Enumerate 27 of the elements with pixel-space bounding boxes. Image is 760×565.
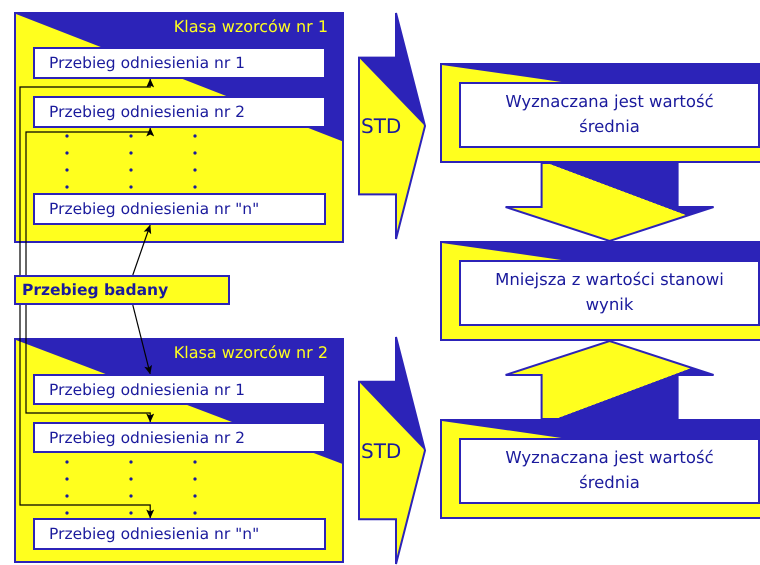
reference-entry: Przebieg odniesienia nr 2 (33, 96, 326, 128)
std-label: STD (361, 114, 402, 138)
block-arrow (358, 336, 426, 565)
result-frame (440, 63, 760, 163)
arrow (25, 128, 154, 275)
tested-signal-label: Przebieg badany (14, 275, 230, 305)
reference-entry: Przebieg odniesienia nr "n" (33, 518, 326, 550)
block-arrow (504, 340, 715, 420)
block-arrow (504, 162, 715, 242)
reference-entry: Przebieg odniesienia nr 1 (33, 47, 326, 79)
reference-entry: Przebieg odniesienia nr "n" (33, 193, 326, 225)
block-arrow (358, 12, 426, 240)
result-text: Wyznaczana jest wartość średnia (459, 82, 760, 148)
result-frame (440, 241, 760, 341)
result-text: Wyznaczana jest wartość średnia (459, 438, 760, 504)
arrow (132, 224, 152, 276)
result-text: Mniejsza z wartości stanowi wynik (459, 260, 760, 326)
reference-entry: Przebieg odniesienia nr 1 (33, 374, 326, 405)
arrow (25, 305, 154, 422)
result-frame (440, 419, 760, 519)
panel-title: Klasa wzorców nr 2 (174, 343, 328, 362)
reference-entry: Przebieg odniesienia nr 2 (33, 422, 326, 453)
panel-title: Klasa wzorców nr 1 (174, 17, 328, 36)
arrow (132, 304, 152, 374)
arrow (19, 78, 154, 275)
std-label: STD (361, 438, 402, 462)
arrow (19, 305, 154, 518)
